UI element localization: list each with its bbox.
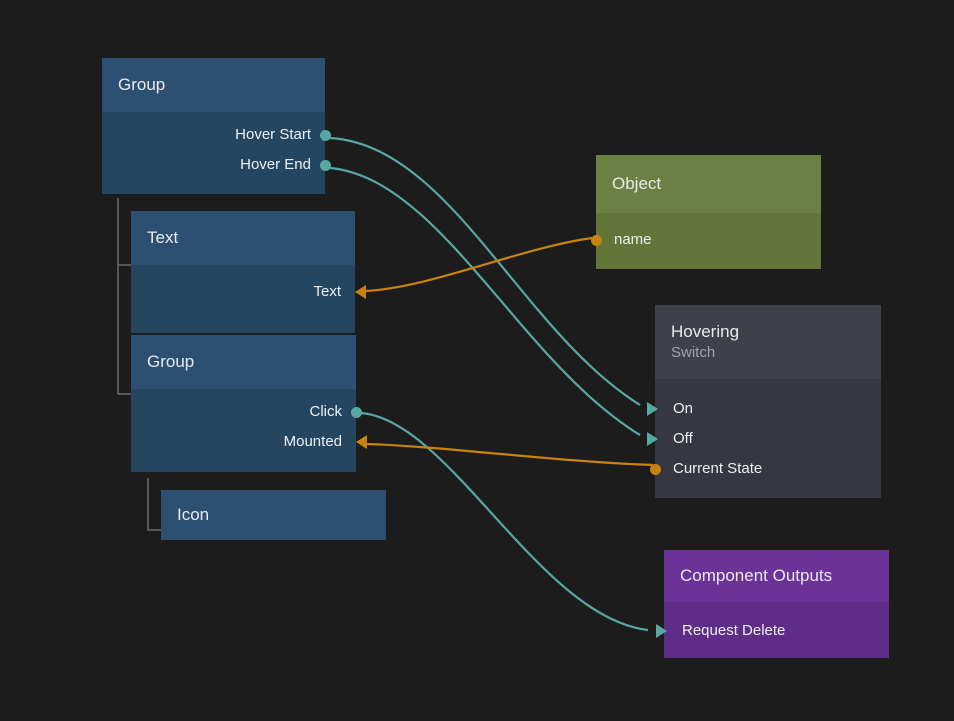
port-label: Off [673,430,693,448]
node-title: Object [612,173,805,195]
port-row-current-state[interactable]: Current State [655,454,881,484]
node-component-outputs[interactable]: Component Outputs Request Delete [664,550,889,658]
port-row-on[interactable]: On [655,394,881,424]
port-row-mounted[interactable]: Mounted [131,427,356,457]
port-label: On [673,400,693,418]
node-body: name [596,213,821,269]
port-label: Click [310,403,343,421]
edge-current-state-to-mounted [366,444,653,465]
node-title: Component Outputs [680,565,873,587]
node-header[interactable]: Component Outputs [664,550,889,602]
port-label: Hover Start [235,126,311,144]
port-row-text[interactable]: Text [131,277,355,307]
node-header[interactable]: Group [102,58,325,112]
node-body: On Off Current State [655,379,881,498]
node-subtitle: Switch [671,343,865,363]
node-object[interactable]: Object name [596,155,821,269]
node-header[interactable]: Object [596,155,821,213]
port-row-hover-start[interactable]: Hover Start [102,120,325,150]
node-group-root[interactable]: Group Hover Start Hover End [102,58,325,194]
port-row-hover-end[interactable]: Hover End [102,150,325,180]
port-label: Text [313,283,341,301]
node-group-child[interactable]: Group Click Mounted [131,335,356,472]
node-icon[interactable]: Icon [161,490,386,540]
port-row-click[interactable]: Click [131,397,356,427]
port-label: Current State [673,460,762,478]
node-header[interactable]: Group [131,335,356,389]
node-hovering-switch[interactable]: Hovering Switch On Off Current State [655,305,881,498]
port-label: name [614,231,652,249]
edge-hover-start-to-on [330,138,640,405]
port-label: Hover End [240,156,311,174]
node-header[interactable]: Icon [161,490,386,540]
node-header[interactable]: Hovering Switch [655,305,881,379]
node-title: Group [147,351,340,373]
edge-hover-end-to-off [330,168,640,435]
edge-name-to-text [365,238,592,291]
node-title: Hovering [671,321,865,343]
event-input-port-icon[interactable] [647,432,658,446]
node-title: Group [118,74,309,96]
node-title: Text [147,227,339,249]
port-label: Mounted [284,433,342,451]
node-title: Icon [177,504,370,526]
edge-click-to-request-delete [361,413,648,630]
port-row-request-delete[interactable]: Request Delete [664,616,889,646]
event-input-port-icon[interactable] [656,624,667,638]
node-header[interactable]: Text [131,211,355,265]
data-output-port-icon[interactable] [591,235,602,246]
port-row-name[interactable]: name [596,225,821,255]
event-output-port-icon[interactable] [320,160,331,171]
node-body: Hover Start Hover End [102,112,325,194]
data-input-port-icon[interactable] [356,435,367,449]
port-row-off[interactable]: Off [655,424,881,454]
data-output-port-icon[interactable] [650,464,661,475]
node-body: Request Delete [664,602,889,658]
event-output-port-icon[interactable] [351,407,362,418]
event-input-port-icon[interactable] [647,402,658,416]
node-body: Click Mounted [131,389,356,472]
event-output-port-icon[interactable] [320,130,331,141]
port-label: Request Delete [682,622,785,640]
node-body: Text [131,265,355,333]
data-input-port-icon[interactable] [355,285,366,299]
node-text[interactable]: Text Text [131,211,355,333]
